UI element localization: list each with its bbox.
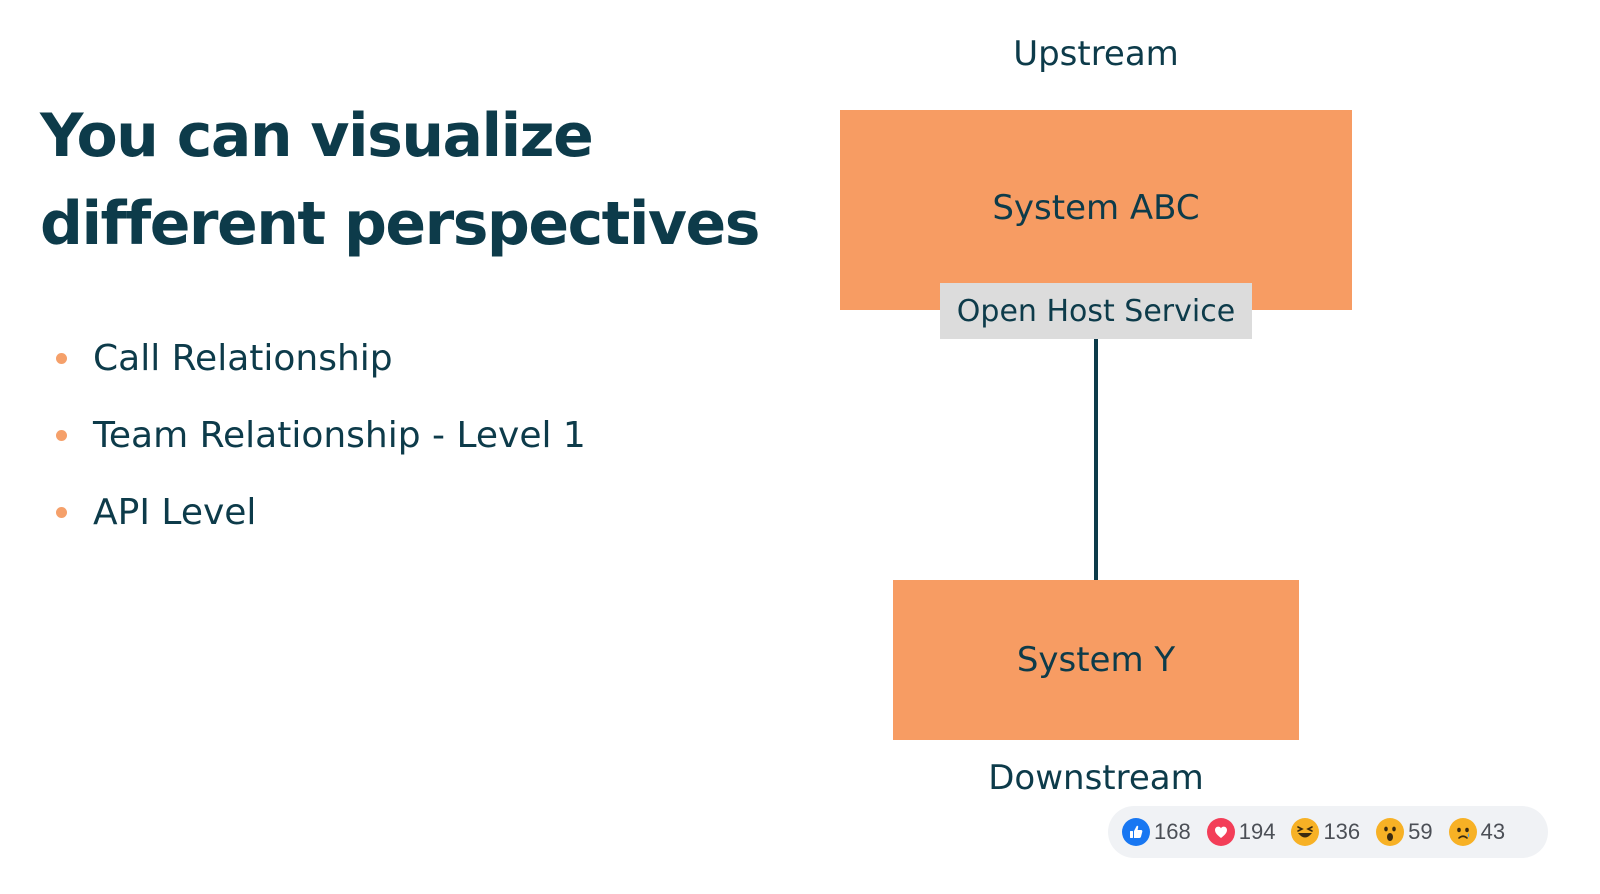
reaction-count: 194 <box>1238 819 1276 844</box>
upstream-system-label: System ABC <box>992 188 1200 228</box>
bullet-text: Call Relationship <box>93 338 393 379</box>
connector-line <box>1094 339 1098 580</box>
downstream-system-box: System Y <box>893 580 1299 740</box>
reaction-like[interactable]: 168 <box>1122 818 1191 846</box>
reaction-count: 43 <box>1480 819 1506 844</box>
reaction-count: 168 <box>1154 819 1191 844</box>
reaction-wow[interactable]: 59 <box>1376 818 1433 846</box>
bullet-dot-icon <box>56 430 67 441</box>
haha-icon <box>1291 818 1320 846</box>
open-host-service-label: Open Host Service <box>956 293 1236 329</box>
sad-icon <box>1448 818 1477 846</box>
bullet-item: API Level <box>56 474 586 551</box>
bullet-text: Team Relationship - Level 1 <box>93 415 586 456</box>
wow-icon <box>1376 818 1405 846</box>
slide-title: You can visualize different perspectives <box>40 92 760 268</box>
upstream-system-box: System ABC <box>840 110 1352 310</box>
bullet-item: Team Relationship - Level 1 <box>56 397 586 474</box>
reaction-count: 136 <box>1323 819 1361 844</box>
title-line: different perspectives <box>40 189 760 259</box>
love-icon <box>1206 818 1235 846</box>
reaction-love[interactable]: 194 <box>1206 818 1276 846</box>
bullet-dot-icon <box>56 353 67 364</box>
bullet-list: Call Relationship Team Relationship - Le… <box>56 320 586 551</box>
bullet-text: API Level <box>93 492 257 533</box>
bullet-dot-icon <box>56 507 67 518</box>
upstream-label: Upstream <box>1013 34 1179 74</box>
bullet-item: Call Relationship <box>56 320 586 397</box>
reaction-sad[interactable]: 43 <box>1448 818 1506 846</box>
open-host-service-box: Open Host Service <box>940 283 1252 339</box>
reaction-bar: 168 194 136 <box>1108 806 1548 858</box>
reaction-haha[interactable]: 136 <box>1291 818 1360 846</box>
downstream-system-label: System Y <box>1016 640 1176 680</box>
title-line: You can visualize <box>40 101 594 171</box>
downstream-label: Downstream <box>988 758 1204 798</box>
like-icon <box>1122 818 1150 846</box>
reaction-count: 59 <box>1408 819 1433 844</box>
